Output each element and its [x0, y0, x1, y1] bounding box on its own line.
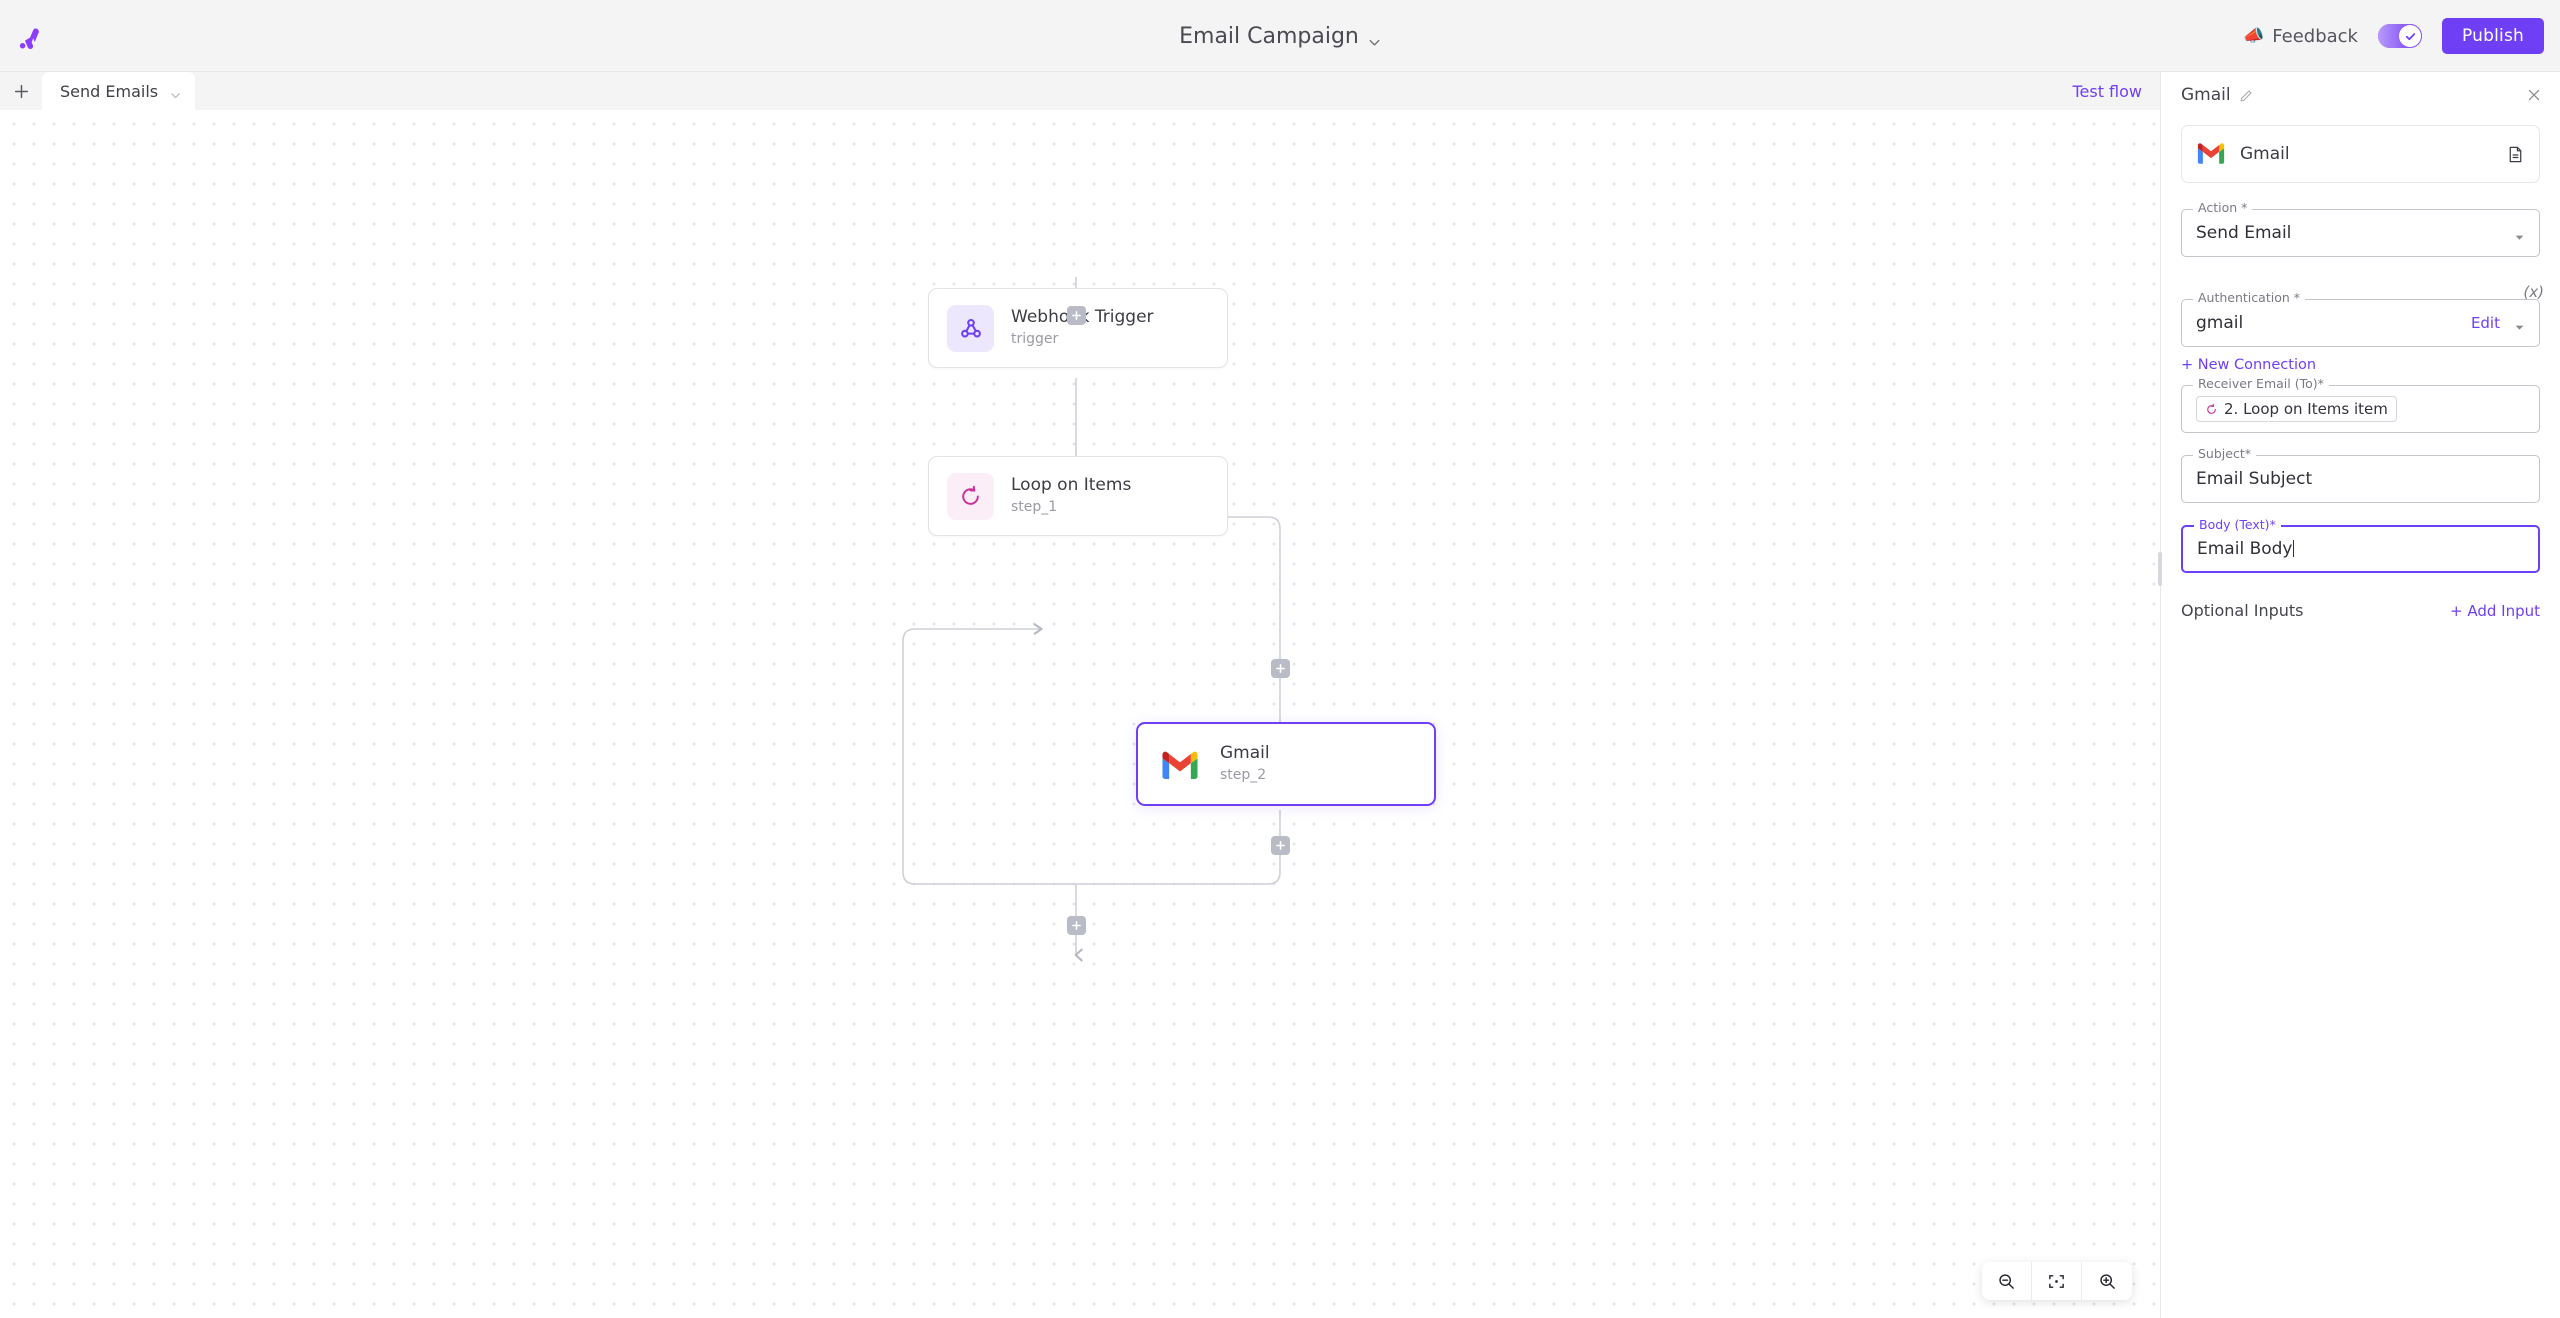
add-step-between-trigger-loop[interactable] — [1067, 306, 1086, 325]
megaphone-icon: 📣 — [2243, 25, 2265, 46]
field-value: Send Email — [2196, 223, 2292, 243]
flow-title-text: Email Campaign — [1179, 23, 1359, 49]
variable-picker-icon[interactable]: (x) — [2523, 283, 2544, 301]
pencil-icon[interactable] — [2239, 88, 2253, 102]
field-group-action: Action * Send Email — [2161, 201, 2560, 257]
field-value: gmail — [2196, 313, 2244, 333]
panel-title: Gmail — [2181, 84, 2231, 105]
flow-title-container: Email Campaign — [0, 0, 2560, 72]
zoom-in-icon[interactable] — [2082, 1262, 2132, 1300]
field-group-subject: Subject* Email Subject — [2161, 447, 2560, 503]
step-settings-panel: Gmail Gmail — [2158, 72, 2560, 1318]
gmail-icon — [2196, 141, 2226, 168]
node-subtitle: step_1 — [1011, 499, 1058, 516]
add-step-before-gmail[interactable] — [1271, 659, 1290, 678]
subject-input[interactable]: Subject* Email Subject — [2181, 447, 2540, 503]
field-group-body: Body (Text)* Email Body — [2161, 518, 2560, 573]
chevron-down-icon[interactable] — [1368, 30, 1381, 46]
field-label: Body (Text)* — [2194, 518, 2281, 532]
flow-title[interactable]: Email Campaign — [1179, 24, 1381, 49]
token-chip-loop-item[interactable]: 2. Loop on Items item — [2196, 396, 2397, 422]
add-input-button[interactable]: + Add Input — [2450, 601, 2540, 620]
node-subtitle: trigger — [1011, 331, 1059, 348]
node-title: Loop on Items — [1011, 475, 1132, 496]
field-label: Subject* — [2193, 447, 2256, 461]
flow-toolbar: Send Emails Test flow — [0, 72, 2160, 110]
gmail-icon — [1156, 741, 1203, 788]
field-group-receiver-email: Receiver Email (To)* 2. Loop on Items it… — [2161, 377, 2560, 433]
field-label: Receiver Email (To)* — [2193, 377, 2329, 391]
document-icon[interactable] — [2506, 145, 2525, 164]
add-step-button[interactable] — [0, 72, 42, 110]
zoom-out-icon[interactable] — [1982, 1262, 2032, 1300]
node-text: Loop on Items step_1 — [1011, 476, 1131, 515]
webhook-icon — [947, 304, 994, 352]
node-gmail[interactable]: Gmail step_2 — [1136, 722, 1436, 806]
body-text-input[interactable]: Body (Text)* Email Body — [2181, 518, 2540, 573]
check-icon — [2399, 25, 2421, 47]
new-connection-button[interactable]: + New Connection — [2181, 357, 2317, 373]
panel-header: Gmail — [2161, 72, 2560, 117]
feedback-button[interactable]: 📣 Feedback — [2243, 26, 2358, 47]
node-loop-on-items[interactable]: Loop on Items step_1 — [928, 456, 1228, 536]
optional-inputs-label: Optional Inputs — [2181, 601, 2304, 620]
chevron-down-icon[interactable] — [170, 86, 181, 98]
fit-to-screen-icon[interactable] — [2032, 1262, 2082, 1300]
close-icon[interactable] — [2526, 87, 2542, 103]
chevron-down-icon[interactable] — [2514, 228, 2525, 240]
authentication-select[interactable]: Authentication * gmail Edit — [2181, 291, 2540, 347]
publish-button[interactable]: Publish — [2442, 18, 2544, 54]
feedback-label: Feedback — [2272, 25, 2358, 47]
action-select[interactable]: Action * Send Email — [2181, 201, 2540, 257]
zoom-controls — [1982, 1262, 2132, 1300]
panel-resize-handle[interactable] — [2158, 552, 2162, 586]
activepieces-logo-icon[interactable] — [13, 17, 53, 57]
receiver-email-input[interactable]: Receiver Email (To)* 2. Loop on Items it… — [2181, 377, 2540, 433]
publish-toggle[interactable] — [2378, 24, 2422, 48]
service-card-gmail[interactable]: Gmail — [2181, 125, 2540, 183]
field-label: Authentication * — [2193, 291, 2305, 305]
service-name: Gmail — [2240, 144, 2290, 164]
node-title: Gmail — [1220, 743, 1270, 764]
field-label: Action * — [2193, 201, 2253, 215]
tab-label: Send Emails — [60, 81, 159, 101]
loop-icon — [947, 472, 994, 520]
chevron-down-icon[interactable] — [2514, 318, 2525, 330]
node-text: Gmail step_2 — [1220, 744, 1270, 783]
add-step-after-loop[interactable] — [1067, 916, 1086, 935]
panel-header-left: Gmail — [2181, 85, 2253, 105]
node-webhook-trigger[interactable]: Webhook Trigger trigger — [928, 288, 1228, 368]
node-subtitle: step_2 — [1220, 767, 1267, 784]
test-flow-button[interactable]: Test flow — [2072, 82, 2142, 101]
optional-inputs-row: Optional Inputs + Add Input — [2181, 601, 2540, 620]
top-bar: Email Campaign 📣 Feedback Publish — [0, 0, 2560, 72]
tab-send-emails[interactable]: Send Emails — [42, 72, 196, 110]
add-step-after-gmail[interactable] — [1271, 836, 1290, 855]
flow-canvas[interactable]: Webhook Trigger trigger Loop on Items st… — [0, 110, 2160, 1318]
field-value: Email Subject — [2196, 469, 2313, 489]
edit-connection-link[interactable]: Edit — [2470, 314, 2500, 332]
token-label: 2. Loop on Items item — [2224, 400, 2388, 418]
field-group-authentication: (x) Authentication * gmail Edit — [2161, 283, 2560, 347]
top-bar-actions: 📣 Feedback Publish — [2243, 0, 2544, 72]
field-value: Email Body — [2197, 539, 2524, 559]
